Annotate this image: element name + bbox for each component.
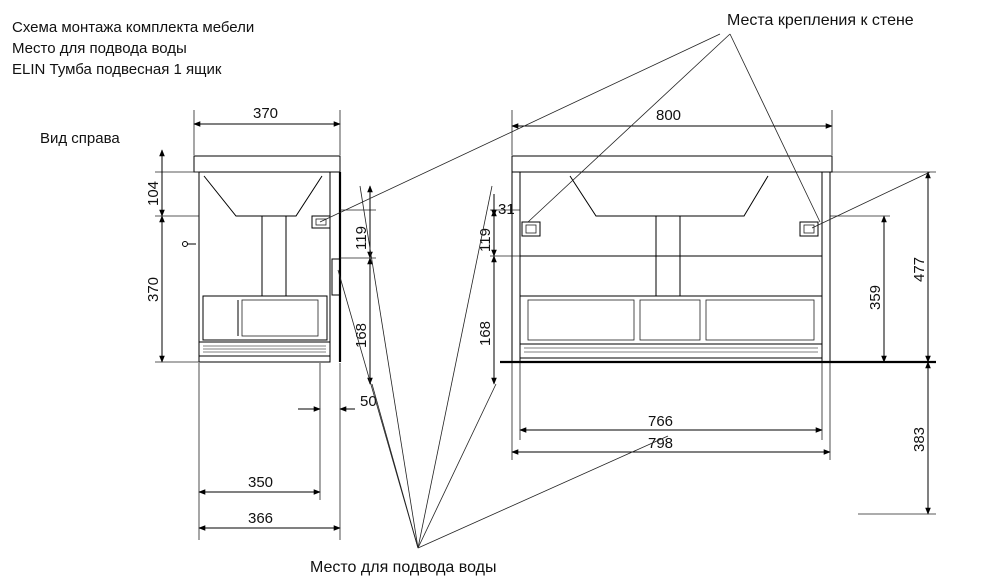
front-countertop — [511, 155, 833, 173]
side-dim-119-label: 119 — [353, 226, 370, 250]
leader-water-front-2 — [417, 383, 497, 549]
leader-water-side-2 — [359, 185, 419, 549]
front-dim-359-label: 359 — [867, 285, 884, 310]
front-dim-798-label: 798 — [648, 435, 673, 452]
side-plinth — [198, 341, 331, 357]
side-water-outlet — [331, 258, 341, 296]
front-cabinet-body — [511, 171, 831, 363]
side-dim-366-label: 366 — [248, 510, 273, 527]
leader-water-front-3 — [417, 435, 669, 549]
leader-water-front-1 — [417, 185, 493, 549]
front-wall-mount-left — [521, 221, 541, 237]
front-dim-168-label: 168 — [477, 321, 494, 346]
leader-water-side-3 — [371, 383, 419, 549]
header-line-1: Схема монтажа комплекта мебели — [12, 19, 254, 36]
side-dim-370-vert-label: 370 — [145, 277, 162, 302]
side-wall-mount — [311, 215, 331, 229]
front-basin — [569, 175, 769, 217]
side-cabinet-body — [198, 171, 331, 363]
side-dim-104-label: 104 — [145, 181, 162, 206]
side-view-label: Вид справа — [40, 130, 120, 147]
side-basin — [203, 175, 323, 217]
side-countertop — [193, 155, 341, 173]
front-dim-119-label: 119 — [477, 228, 494, 252]
side-dim-50-label: 50 — [360, 393, 377, 410]
side-dim-168-label: 168 — [353, 323, 370, 348]
front-drawer — [519, 295, 823, 345]
side-view: 370 104 370 119 168 50 350 366 — [145, 105, 377, 540]
side-dim-350-label: 350 — [248, 474, 273, 491]
front-wall-mount-right — [799, 221, 819, 237]
front-dim-31-label: 31 — [498, 201, 515, 218]
leader-wall-mount-right — [729, 33, 821, 223]
leader-lines — [319, 33, 931, 549]
front-dim-477-label: 477 — [911, 257, 928, 282]
header-line-3: ELIN Тумба подвесная 1 ящик — [12, 61, 222, 78]
leader-side-mount — [319, 33, 721, 223]
side-siphon — [261, 215, 287, 297]
water-supply-label: Место для подвода воды — [310, 559, 496, 576]
leader-wall-mount-left — [527, 33, 731, 223]
front-view: 800 31 119 168 359 477 383 766 798 — [477, 107, 936, 515]
wall-mounts-label: Места крепления к стене — [727, 12, 914, 29]
front-dim-383-label: 383 — [911, 427, 928, 452]
side-drawer — [202, 295, 328, 341]
header-line-2: Место для подвода воды — [12, 40, 187, 57]
leader-wall-mount-right-2 — [811, 171, 931, 229]
front-dim-800-label: 800 — [656, 107, 681, 124]
front-plinth — [519, 343, 823, 359]
side-dim-370-top-label: 370 — [253, 105, 278, 122]
front-dim-766-label: 766 — [648, 413, 673, 430]
